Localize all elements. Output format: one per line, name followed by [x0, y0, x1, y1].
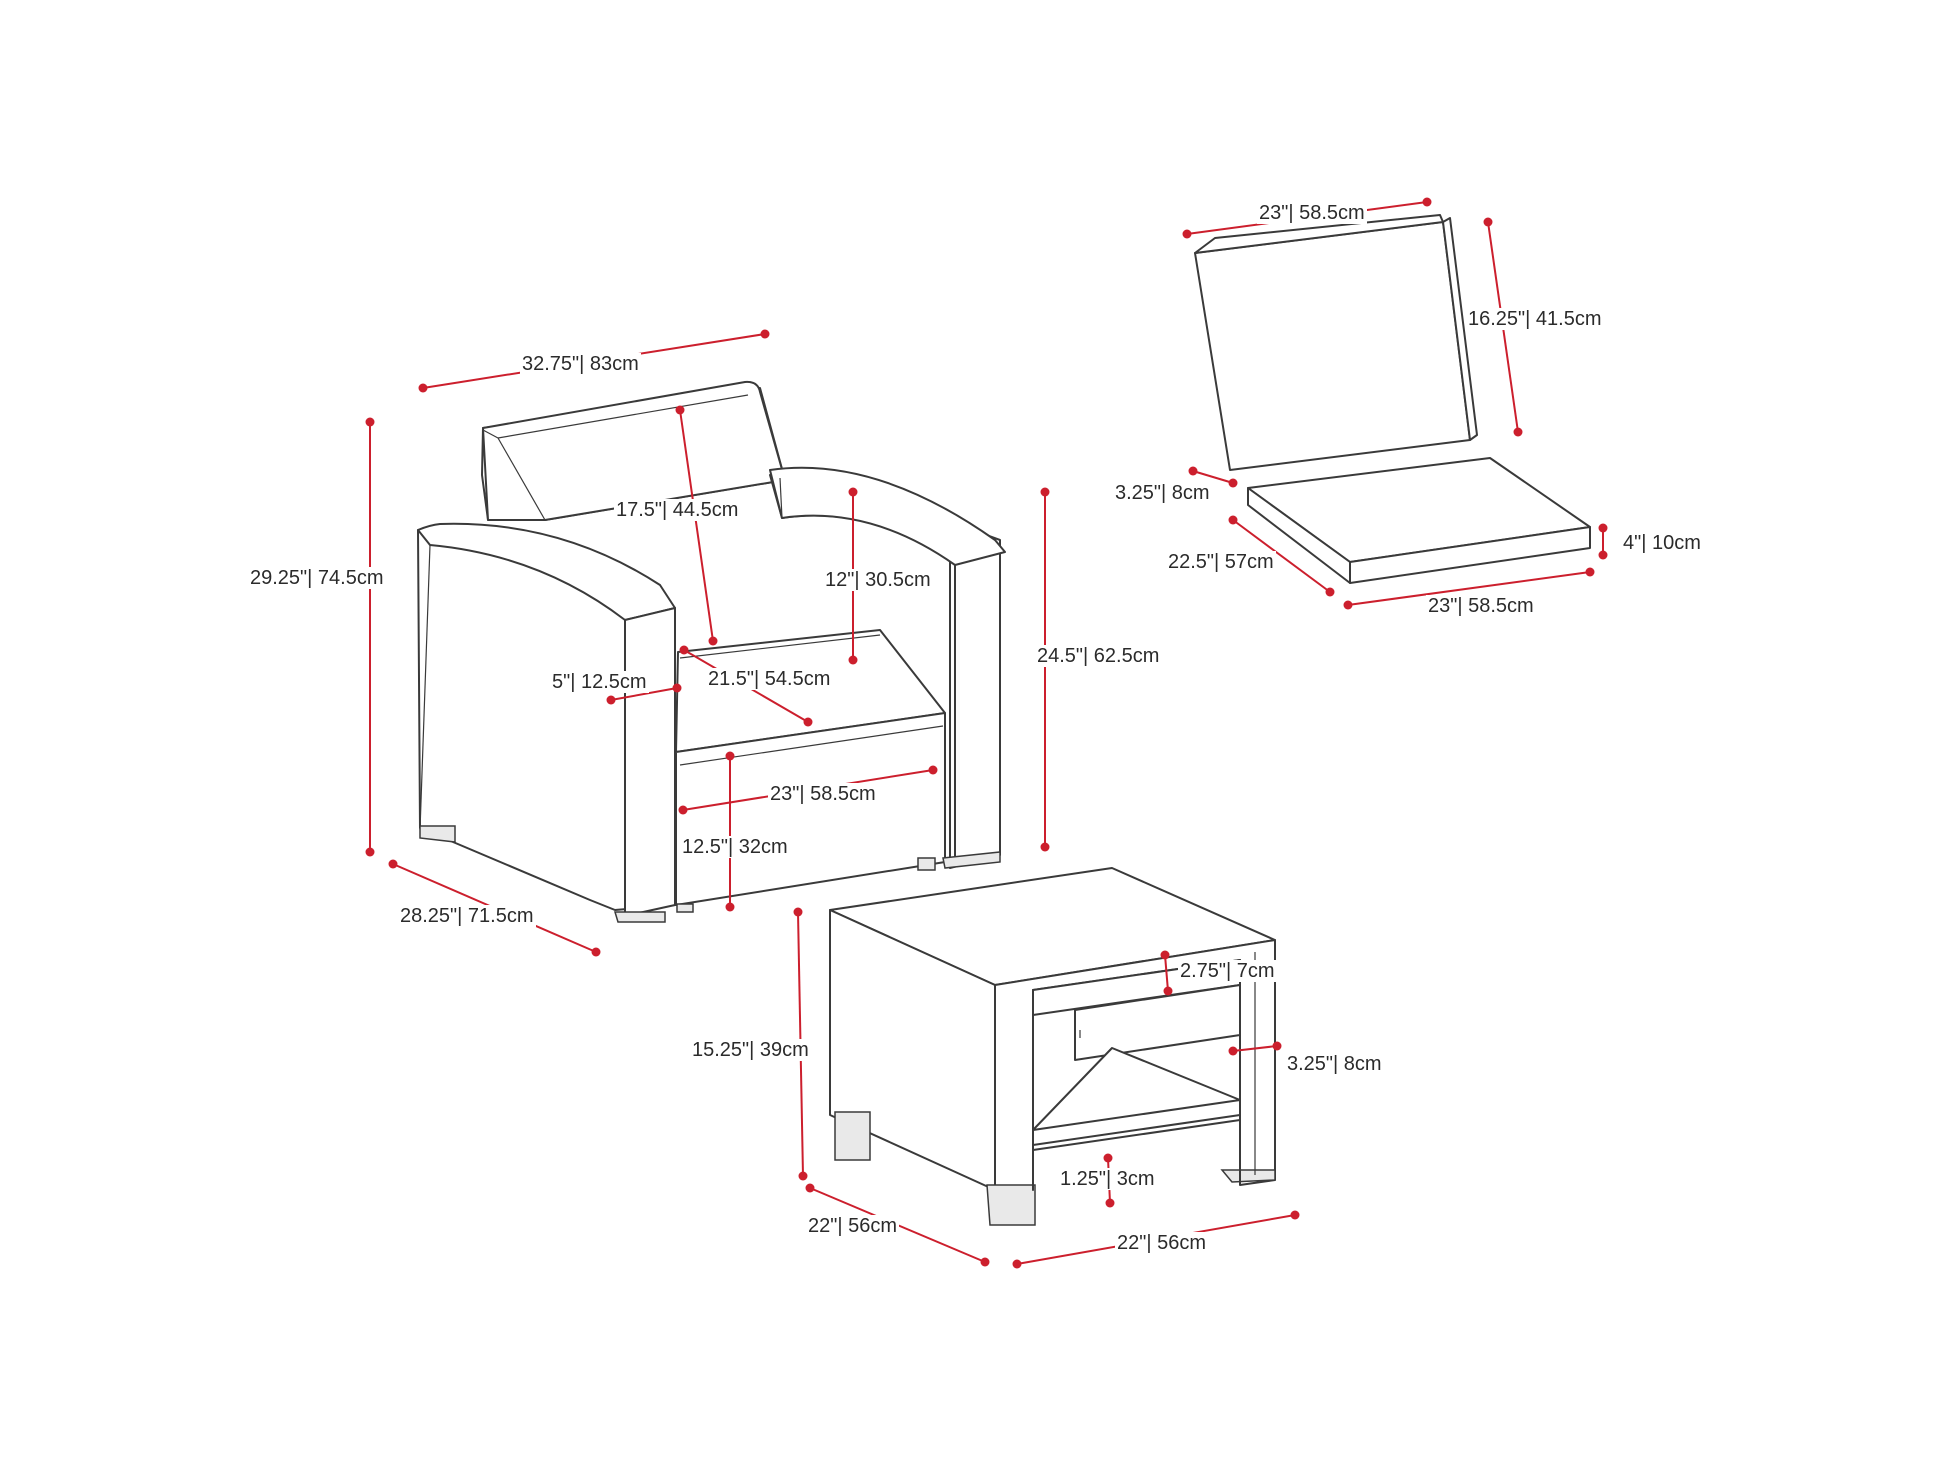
- chair-height-dim: [365, 417, 375, 857]
- table-top-thickness-dim: [1160, 950, 1173, 996]
- seat-cushion-depth-dim: [1228, 515, 1335, 597]
- table-top-thickness-label: 2.75"| 7cm: [1178, 960, 1277, 982]
- chair-seat-depth-label: 21.5"| 54.5cm: [706, 668, 833, 690]
- back-cushion-thickness-label: 3.25"| 8cm: [1113, 482, 1212, 504]
- table-width-label: 22"| 56cm: [1115, 1232, 1209, 1254]
- seat-cushion-thickness-dim: [1598, 523, 1608, 560]
- dimension-lines: [365, 197, 1608, 1269]
- side-table-drawing: [829, 867, 1276, 1226]
- chair-height-label: 29.25"| 74.5cm: [248, 567, 386, 589]
- chair-arm-width-dim: [606, 683, 682, 705]
- table-shelf-thickness-label: 1.25"| 3cm: [1058, 1168, 1157, 1190]
- chair-arm-width-label: 5"| 12.5cm: [550, 671, 649, 693]
- chair-arm-height-dim: [1040, 487, 1050, 852]
- table-depth-label: 22"| 56cm: [806, 1215, 900, 1237]
- table-leg-width-dim: [1228, 1041, 1282, 1056]
- armchair-drawing: [417, 380, 1006, 923]
- chair-seat-height-label: 12.5"| 32cm: [680, 836, 790, 858]
- table-leg-width-label: 3.25"| 8cm: [1285, 1053, 1384, 1075]
- back-cushion-thickness-dim: [1188, 466, 1238, 488]
- chair-seat-height-dim: [725, 751, 735, 912]
- chair-width-label: 32.75"| 83cm: [520, 353, 641, 375]
- seat-cushion-depth-label: 22.5"| 57cm: [1166, 551, 1276, 573]
- seat-cushion-width-dim: [1343, 567, 1595, 610]
- back-cushion-width-label: 23"| 58.5cm: [1257, 202, 1367, 224]
- chair-back-height-dim: [675, 405, 718, 646]
- cushions-drawing: [1194, 214, 1591, 584]
- chair-arm-height-label: 24.5"| 62.5cm: [1035, 645, 1162, 667]
- chair-depth-label: 28.25"| 71.5cm: [398, 905, 536, 927]
- table-height-label: 15.25"| 39cm: [690, 1039, 811, 1061]
- seat-cushion-width-label: 23"| 58.5cm: [1426, 595, 1536, 617]
- chair-arm-above-seat-label: 12"| 30.5cm: [823, 569, 933, 591]
- seat-cushion-thickness-label: 4"| 10cm: [1621, 532, 1703, 554]
- back-cushion-height-label: 16.25"| 41.5cm: [1466, 308, 1604, 330]
- chair-seat-width-label: 23"| 58.5cm: [768, 783, 878, 805]
- chair-back-height-label: 17.5"| 44.5cm: [614, 499, 741, 521]
